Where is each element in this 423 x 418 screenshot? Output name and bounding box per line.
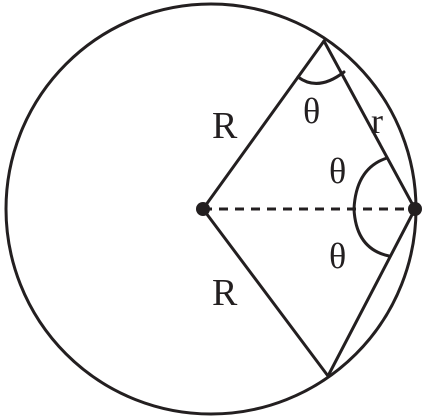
angle-arc-top [296,70,346,85]
right-point [408,202,422,216]
angle-arc-right-lower [352,207,391,258]
upper-chord-line [322,39,417,211]
lower-radius-label: R [212,272,238,314]
angle-arc-right-upper [352,156,389,211]
lower-radius-line [201,207,330,378]
angle-top-label: θ [303,91,320,131]
upper-radius-label: R [212,105,238,147]
lower-chord-line [326,207,417,378]
angle-right-lower-label: θ [329,236,346,276]
center-point [196,202,210,216]
chord-label: r [371,101,383,141]
upper-radius-line [201,39,326,211]
angle-right-upper-label: θ [329,151,346,191]
